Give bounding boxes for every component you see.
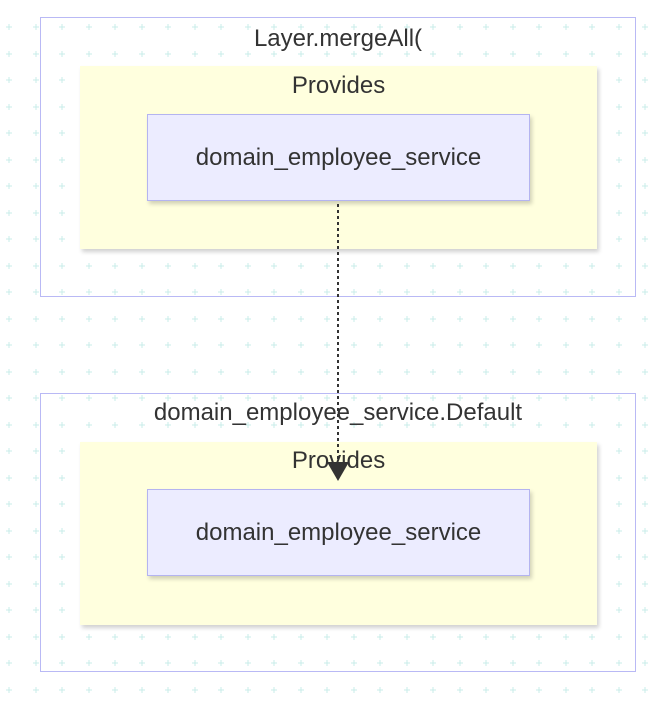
group-title: domain_employee_service.Default xyxy=(153,399,523,426)
group-layer-mergeall: Layer.mergeAll( Provides domain_employee… xyxy=(40,17,636,297)
service-node[interactable]: domain_employee_service xyxy=(147,114,530,201)
provides-section: Provides domain_employee_service xyxy=(80,66,597,249)
group-domain-employee-service-default: domain_employee_service.Default Provides… xyxy=(40,393,636,672)
provides-label: Provides xyxy=(291,72,386,99)
provides-section: Provides domain_employee_service xyxy=(80,442,597,625)
provides-label: Provides xyxy=(291,447,386,474)
service-node[interactable]: domain_employee_service xyxy=(147,489,530,576)
group-title: Layer.mergeAll( xyxy=(253,25,423,52)
